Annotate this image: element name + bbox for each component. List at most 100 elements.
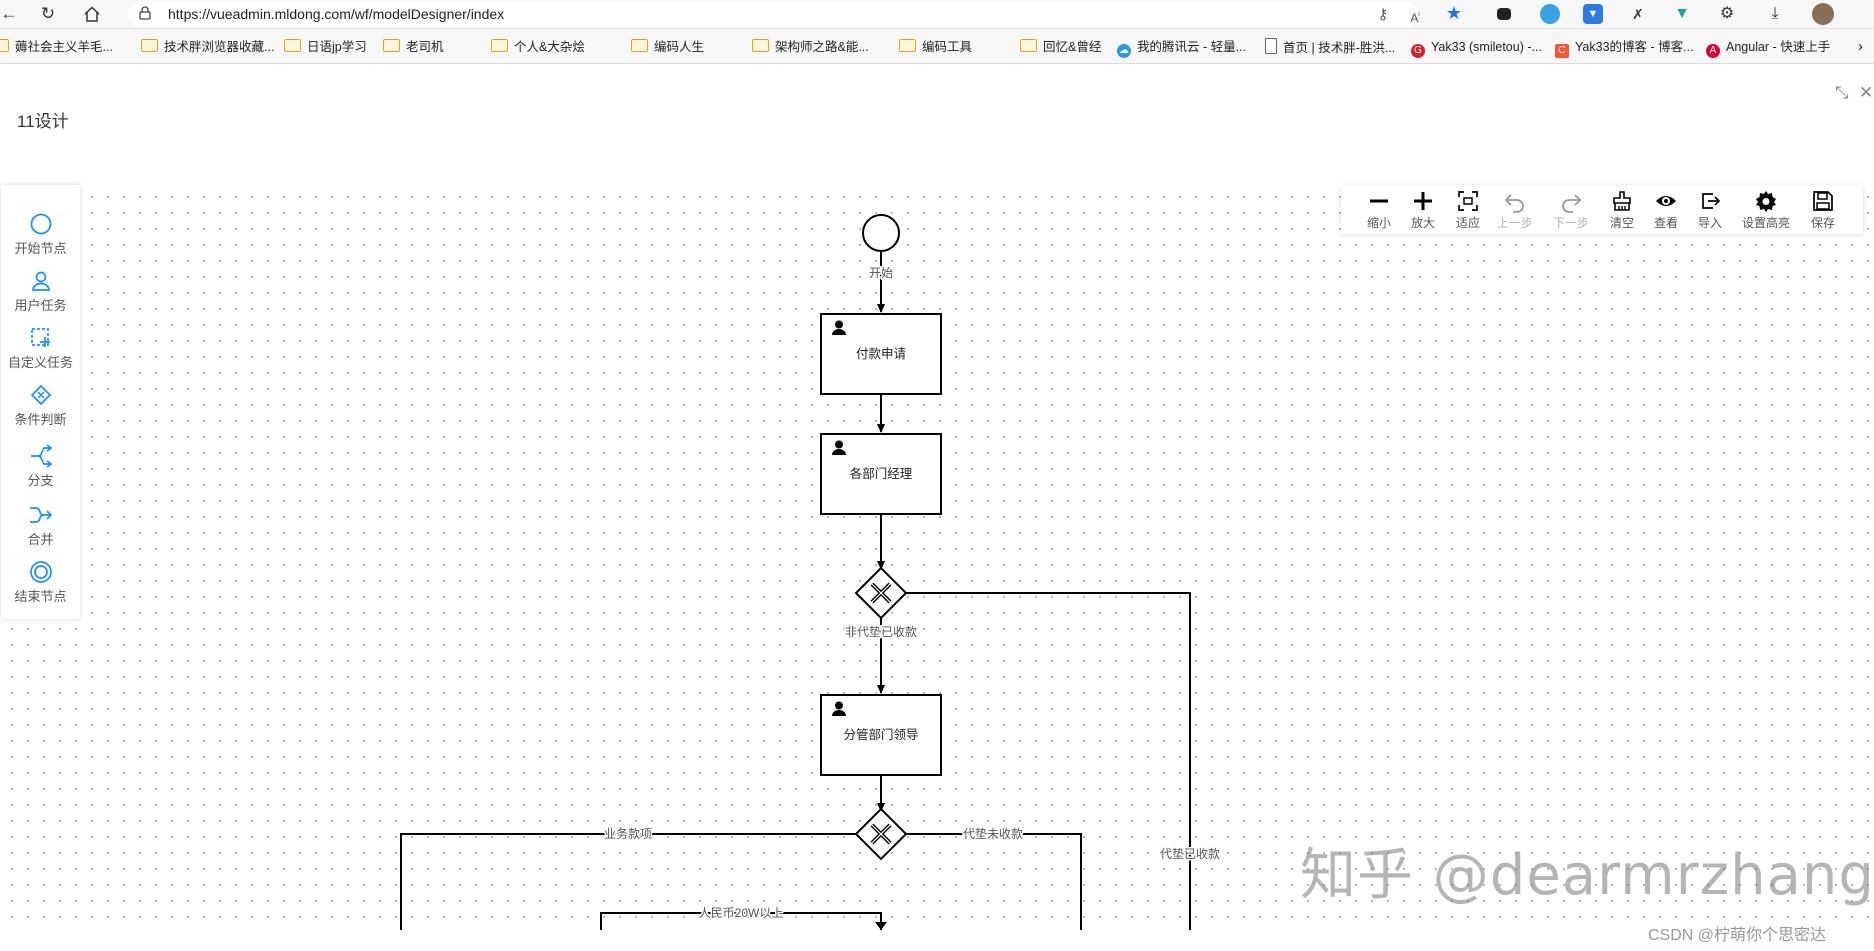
folder-icon [1020,39,1037,52]
fork-icon [30,444,52,468]
node-palette: 开始节点 用户任务 自定义任务 条件判断 分支 合并 结束节点 [1,185,80,619]
circle-icon [30,213,51,235]
folder-icon [141,39,158,52]
join-icon [29,507,52,523]
profile-avatar[interactable] [1812,3,1834,25]
palette-custom-task[interactable]: 自定义任务 [1,325,80,371]
palette-end-node[interactable]: 结束节点 [1,559,80,605]
bookmark-item[interactable]: ☁我的腾讯云 - 轻量... [1117,40,1247,58]
plus-icon [1414,192,1432,210]
bookmarks-more-icon[interactable]: › [1858,38,1863,55]
fit-screen-icon [1458,191,1478,211]
zoom-in-button[interactable]: 放大 [1411,189,1435,231]
site-logo-icon: G [1411,44,1425,58]
palette-condition[interactable]: 条件判断 [1,382,80,428]
palette-start-node[interactable]: 开始节点 [1,211,80,257]
reload-icon[interactable]: ↻ [40,4,56,23]
flow-diagram: 开始 付款申请 各部门经理 分管部门领导 非代垫已收款 代垫已收款 业务款项 代… [400,214,1222,930]
palette-join[interactable]: 合并 [1,502,80,548]
bookmark-item[interactable]: 薅社会主义羊毛... [0,38,113,56]
edge-label: 非代垫已收款 [845,624,917,639]
extensions-puzzle-icon[interactable]: ⚙ [1719,5,1735,22]
start-label: 开始 [869,266,893,280]
redo-button[interactable]: 下一步 [1553,189,1589,231]
extension-icon[interactable]: ▼ [1674,5,1690,22]
folder-icon [284,39,301,52]
task-label: 分管部门领导 [843,727,918,742]
dashed-box-plus-icon [30,328,50,347]
bookmark-item[interactable]: 日语jp学习 [284,38,367,56]
read-aloud-icon[interactable]: Aʲ [1410,10,1420,25]
url-text[interactable]: https://vueadmin.mldong.com/wf/modelDesi… [168,6,505,22]
edge-gateway1-right[interactable] [906,592,1191,930]
bookmark-item[interactable]: 编码人生 [631,38,704,56]
page-icon [1265,38,1277,54]
user-icon [832,440,846,455]
gear-icon [1756,191,1776,212]
undo-button[interactable]: 上一步 [1497,189,1533,231]
extension-icon[interactable]: ✗ [1632,6,1644,22]
bookmark-item[interactable]: 个人&大杂烩 [491,38,585,56]
start-node[interactable] [862,214,900,252]
bookmarks-bar: 薅社会主义羊毛... 技术胖浏览器收藏... 日语jp学习 老司机 个人&大杂烩… [0,29,1874,64]
extension-icon[interactable] [1497,8,1511,20]
task-label: 各部门经理 [850,466,913,481]
undo-icon [1504,194,1524,213]
back-icon[interactable]: ← [0,4,18,23]
save-button[interactable]: 保存 [1811,189,1835,231]
close-icon[interactable]: ✕ [1859,83,1874,102]
bookmark-item[interactable]: 老司机 [383,38,444,56]
bookmark-item[interactable]: 首页 | 技术胖-胜洪... [1265,38,1395,56]
diamond-icon [30,384,51,406]
key-icon[interactable]: ⚷ [1377,6,1389,23]
designer-canvas[interactable] [0,183,1874,930]
palette-fork[interactable]: 分支 [1,443,80,489]
folder-icon [0,39,9,52]
task-node-payment-apply[interactable] [820,313,942,395]
angular-logo-icon: A [1706,44,1720,58]
favorite-star-icon[interactable]: ★ [1445,3,1463,23]
import-icon [1702,193,1721,209]
url-box[interactable]: https://vueadmin.mldong.com/wf/modelDesi… [128,2,1420,26]
zoom-out-button[interactable]: 缩小 [1367,189,1391,231]
clear-button[interactable]: 清空 [1610,189,1634,231]
end-circle-icon [29,561,52,583]
import-button[interactable]: 导入 [1698,189,1722,231]
edge-lower-branch[interactable] [600,912,882,930]
folder-icon [631,39,648,52]
task-node-leader[interactable] [820,694,942,776]
gateway-exclusive[interactable] [854,566,908,620]
edge-label: 业务款项 [604,826,652,841]
redo-icon [1562,194,1582,213]
minus-icon [1370,199,1388,203]
fit-button[interactable]: 适应 [1456,189,1480,231]
edge-gateway2-right[interactable] [906,833,1082,930]
csdn-logo-icon: C [1555,44,1569,58]
view-button[interactable]: 查看 [1654,189,1678,231]
arrow-head [875,922,887,930]
download-icon[interactable]: ⤓ [1771,5,1779,22]
task-node-dept-manager[interactable] [820,433,942,515]
extension-icon[interactable]: ▼ [1583,4,1603,24]
bookmark-item[interactable]: 编码工具 [899,38,972,56]
task-label: 付款申请 [856,347,906,361]
folder-icon [899,39,916,52]
folder-icon [752,39,769,52]
folder-icon [491,39,508,52]
eye-icon [1656,196,1676,206]
palette-user-task[interactable]: 用户任务 [1,268,80,314]
edge-gateway2-left[interactable] [400,833,856,930]
user-icon [832,701,846,716]
gateway-exclusive[interactable] [854,807,908,861]
bookmark-item[interactable]: 回忆&曾经 [1020,38,1101,56]
highlight-settings-button[interactable]: 设置高亮 [1742,189,1790,231]
fullscreen-icon[interactable]: ⤡ [1835,83,1849,102]
bookmark-item[interactable]: 技术胖浏览器收藏... [141,38,274,56]
cloud-icon: ☁ [1117,44,1131,58]
bookmark-item[interactable]: 架构师之路&能... [752,38,869,56]
home-icon[interactable] [81,3,103,25]
extension-icon[interactable] [1540,4,1560,24]
